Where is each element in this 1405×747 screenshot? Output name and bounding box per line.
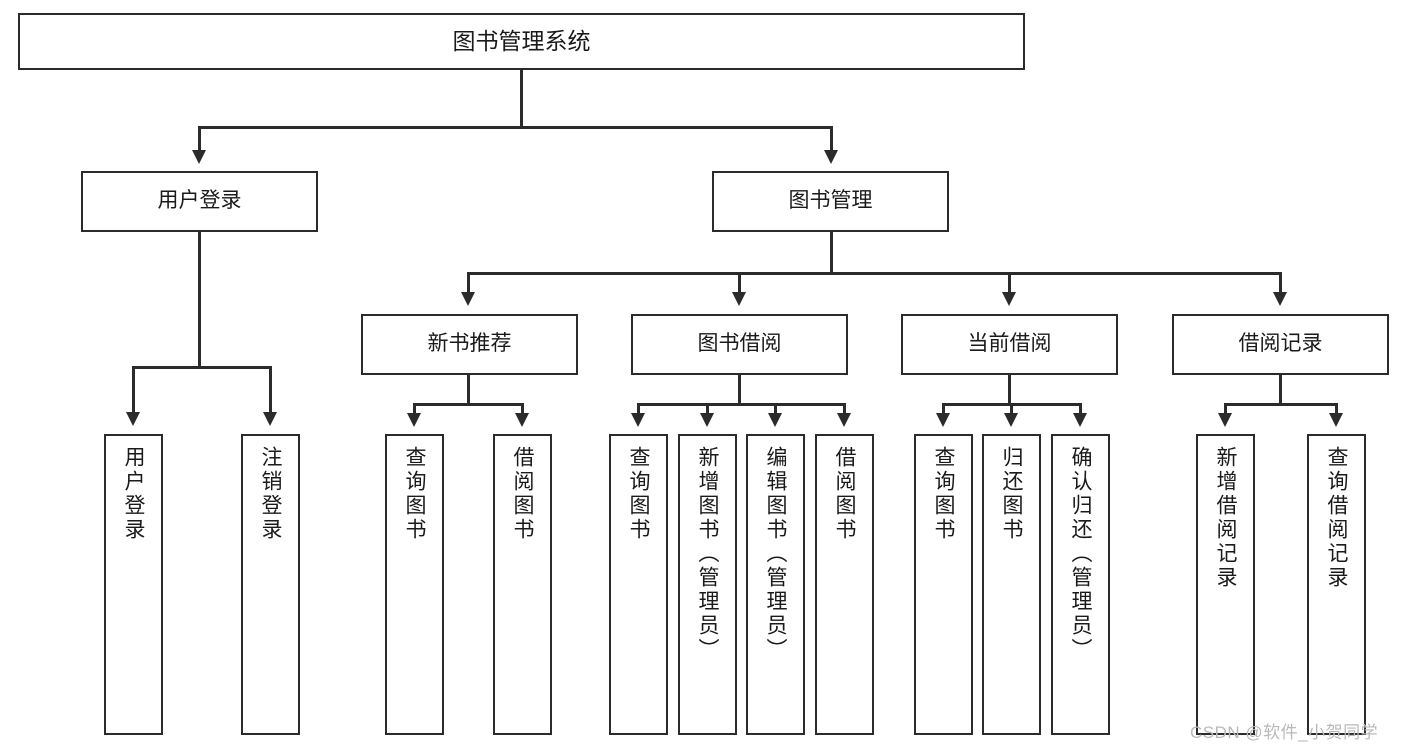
leaf-borrow-book[interactable]: 借阅图书 — [815, 434, 874, 735]
node-label: 查询图书 — [932, 446, 955, 542]
leaf-edit-book-admin[interactable]: 编辑图书（管理员） — [746, 434, 805, 735]
node-label: 确认归还（管理员） — [1069, 446, 1092, 662]
connector-book-borrow-leaf-2 — [706, 403, 709, 415]
connector-bm-to-book-borrow — [738, 272, 741, 294]
leaf-query-book-borrow[interactable]: 查询图书 — [609, 434, 668, 735]
csdn-watermark: CSDN @软件_小贺同学 — [1190, 723, 1379, 742]
node-label: 新书推荐 — [427, 332, 512, 356]
node-label: 借阅图书 — [511, 446, 534, 542]
connector-borrow-record-leaf-1 — [1224, 403, 1227, 415]
node-book-borrow[interactable]: 图书借阅 — [631, 314, 848, 375]
connector-new-book-leaf-2 — [521, 403, 524, 415]
connector-new-book-leaf-1 — [413, 403, 416, 415]
leaf-query-borrow-record[interactable]: 查询借阅记录 — [1307, 434, 1366, 735]
arrowhead-user-login-leaf-2 — [263, 412, 277, 426]
node-label: 借阅记录 — [1238, 332, 1323, 356]
connector-root-to-user-login — [198, 126, 201, 152]
node-label: 图书管理系统 — [452, 27, 591, 54]
connector-bm-to-borrow-record — [1279, 272, 1282, 294]
connector-book-borrow-leaf-3 — [774, 403, 777, 415]
leaf-confirm-return-admin[interactable]: 确认归还（管理员） — [1051, 434, 1110, 735]
connector-current-borrow-leaf-2 — [1010, 403, 1013, 415]
connector-user-login-trunk — [198, 232, 201, 368]
leaf-query-book-recommend[interactable]: 查询图书 — [385, 434, 444, 735]
connector-bm-to-current-borrow — [1008, 272, 1011, 294]
connector-current-borrow-leaf-3 — [1079, 403, 1082, 415]
node-label: 用户登录 — [122, 446, 145, 542]
connector-borrow-record-trunk — [1279, 375, 1282, 405]
node-label: 注销登录 — [259, 446, 282, 542]
connector-root-to-book-management — [830, 126, 833, 152]
node-label: 编辑图书（管理员） — [764, 446, 787, 662]
connector-borrow-record-leaf-2 — [1335, 403, 1338, 415]
arrowhead-to-book-borrow — [732, 292, 746, 306]
leaf-add-book-admin[interactable]: 新增图书（管理员） — [678, 434, 737, 735]
leaf-borrow-book-recommend[interactable]: 借阅图书 — [493, 434, 552, 735]
leaf-return-book[interactable]: 归还图书 — [982, 434, 1041, 735]
connector-current-borrow-leaf-1 — [942, 403, 945, 415]
leaf-logout[interactable]: 注销登录 — [241, 434, 300, 735]
connector-book-borrow-leaf-4 — [843, 403, 846, 415]
connector-user-login-bus — [132, 366, 271, 369]
connector-bm-to-new-book — [467, 272, 470, 294]
arrowhead-new-book-leaf-2 — [515, 413, 529, 427]
node-label: 用户登录 — [157, 189, 242, 213]
connector-book-management-trunk — [830, 232, 833, 274]
connector-book-management-bus — [467, 272, 1279, 275]
arrowhead-book-borrow-leaf-3 — [768, 413, 782, 427]
connector-book-borrow-leaf-1 — [637, 403, 640, 415]
node-label: 查询图书 — [403, 446, 426, 542]
node-label: 查询图书 — [627, 446, 650, 542]
arrowhead-current-borrow-leaf-1 — [936, 413, 950, 427]
connector-book-borrow-trunk — [738, 375, 741, 405]
arrowhead-book-borrow-leaf-2 — [700, 413, 714, 427]
arrowhead-user-login-leaf-1 — [126, 412, 140, 426]
arrowhead-book-borrow-leaf-1 — [631, 413, 645, 427]
node-user-login[interactable]: 用户登录 — [81, 171, 318, 232]
arrowhead-current-borrow-leaf-2 — [1004, 413, 1018, 427]
arrowhead-to-borrow-record — [1273, 292, 1287, 306]
arrowhead-borrow-record-leaf-1 — [1218, 413, 1232, 427]
node-current-borrow[interactable]: 当前借阅 — [901, 314, 1118, 375]
arrowhead-to-new-book-recommend — [461, 292, 475, 306]
arrowhead-borrow-record-leaf-2 — [1329, 413, 1343, 427]
connector-new-book-trunk — [467, 375, 470, 405]
arrowhead-new-book-leaf-1 — [407, 413, 421, 427]
node-new-book-recommend[interactable]: 新书推荐 — [361, 314, 578, 375]
node-book-management[interactable]: 图书管理 — [712, 171, 949, 232]
connector-new-book-bus — [413, 403, 524, 406]
node-borrow-record[interactable]: 借阅记录 — [1172, 314, 1389, 375]
node-label: 图书管理 — [788, 189, 873, 213]
leaf-user-login[interactable]: 用户登录 — [104, 434, 163, 735]
connector-borrow-record-bus — [1224, 403, 1337, 406]
arrowhead-to-user-login — [192, 150, 206, 164]
connector-book-borrow-bus — [637, 403, 845, 406]
connector-user-login-leaf-2 — [269, 366, 272, 414]
node-label: 当前借阅 — [967, 332, 1052, 356]
node-label: 新增图书（管理员） — [696, 446, 719, 662]
connector-root-trunk — [520, 70, 523, 128]
node-label: 图书借阅 — [697, 332, 782, 356]
connector-current-borrow-trunk — [1008, 375, 1011, 405]
arrowhead-to-current-borrow — [1002, 292, 1016, 306]
node-root-book-management-system[interactable]: 图书管理系统 — [18, 13, 1025, 70]
arrowhead-book-borrow-leaf-4 — [837, 413, 851, 427]
arrowhead-to-book-management — [824, 150, 838, 164]
arrowhead-current-borrow-leaf-3 — [1073, 413, 1087, 427]
node-label: 归还图书 — [1000, 446, 1023, 542]
node-label: 新增借阅记录 — [1214, 446, 1237, 590]
leaf-add-borrow-record[interactable]: 新增借阅记录 — [1196, 434, 1255, 735]
connector-root-bus — [198, 126, 832, 129]
node-label: 借阅图书 — [833, 446, 856, 542]
leaf-query-book-current[interactable]: 查询图书 — [914, 434, 973, 735]
connector-user-login-leaf-1 — [132, 366, 135, 414]
node-label: 查询借阅记录 — [1325, 446, 1348, 590]
